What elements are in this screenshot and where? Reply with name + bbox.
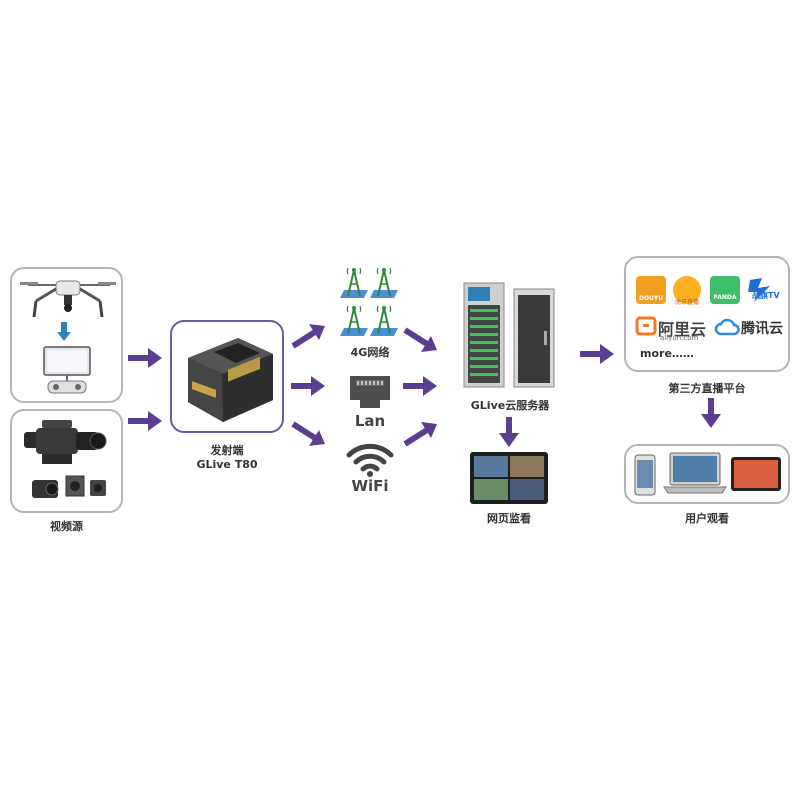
users-label: 用户观看 [685,512,729,525]
arrow-source-to-transmitter-1 [128,348,162,368]
platforms-panel [624,256,790,372]
action-camera-icon [32,475,106,498]
transmitter-label-en: GLive T80 [196,458,258,471]
arrow-lan-to-server [403,376,437,396]
ethernet-port-icon [350,376,390,408]
arrow-transmitter-to-lan [291,376,325,396]
panda-logo [710,276,740,304]
arrow-transmitter-to-4g [291,324,325,349]
arrow-server-to-platforms [580,344,614,364]
arrow-source-to-transmitter-2 [128,411,162,431]
lan-label: Lan [354,412,386,430]
arrow-server-to-monitor [499,417,519,447]
platforms-label: 第三方直播平台 [668,382,746,395]
cloud-server-icon [463,282,555,388]
camcorder-icon [24,420,107,464]
douyu-logo [636,276,666,304]
tencent-cloud-icon [714,318,740,336]
huya-logo [673,276,701,304]
smartphone-icon [634,454,656,496]
tencent-cloud-text: 腾讯云 [741,321,783,337]
arrow-wifi-to-server [403,422,437,447]
zhanqi-logo-text: 战旗TV [752,291,780,300]
tablet-icon [731,457,781,491]
cell-tower-icon [339,267,399,337]
transmitter-device-icon [188,338,273,422]
wifi-label: WiFi [351,477,389,495]
douyu-logo-text: DOUYU [638,295,664,302]
drone-icon [20,280,116,318]
laptop-icon [663,452,727,494]
zhanqi-logo [748,278,770,302]
arrow-4g-to-server [403,327,437,352]
arrow-platforms-to-users [701,398,721,428]
aliyun-logo-icon [635,316,657,336]
web-monitor-label: 网页监看 [487,512,531,525]
huya-logo-text: 虎牙直播 [674,299,699,306]
aliyun-domain-text: aliyun.com [660,334,699,342]
wifi-icon [346,443,394,477]
web-monitor-icon [470,452,548,504]
panda-logo-text: PANDA [713,294,737,301]
4g-network-label: 4G网络 [350,346,390,359]
server-label: GLive云服务器 [470,399,550,412]
remote-controller-icon [43,346,91,394]
more-platforms-text: more…… [640,347,694,360]
aliyun-logo-text: 阿里云 [658,320,707,339]
transmitter-label-cn: 发射端 [210,444,244,457]
down-arrow-icon [57,322,71,341]
arrow-transmitter-to-wifi [291,421,325,446]
video-source-label: 视频源 [50,520,83,533]
